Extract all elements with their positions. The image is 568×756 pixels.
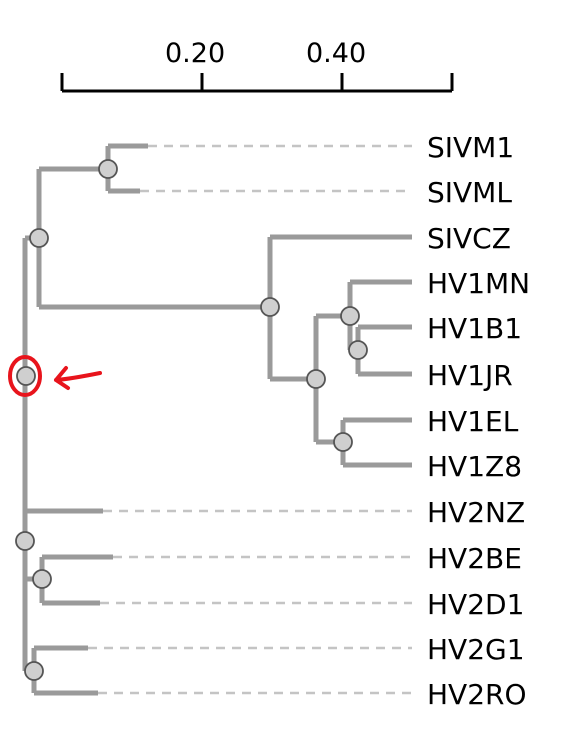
tree-node[interactable] [29, 228, 49, 248]
leaf-label: HV2BE [427, 542, 522, 575]
leaf-label: HV1EL [427, 405, 519, 438]
leaf-label: HV1B1 [427, 312, 522, 345]
tree-node[interactable] [333, 432, 353, 452]
arrow-icon [54, 366, 102, 390]
leaf-guides [88, 144, 412, 695]
root-node[interactable] [16, 366, 36, 386]
leaf-label: HV1JR [427, 359, 513, 392]
tick-label: 0.40 [306, 38, 366, 69]
tree-node[interactable] [306, 369, 326, 389]
tree-node[interactable] [348, 340, 368, 360]
highlight-circle [8, 355, 42, 397]
tree-node[interactable] [98, 159, 118, 179]
scale-bar: 0.20 0.40 [60, 38, 454, 93]
branches [22, 143, 412, 696]
leaf-labels: SIVM1 SIVML SIVCZ HV1MN HV1B1 HV1JR HV1E… [427, 131, 530, 711]
leaf-label: HV2D1 [427, 588, 524, 621]
tree-node[interactable] [32, 569, 52, 589]
leaf-label: SIVML [427, 176, 512, 209]
leaf-label: HV2G1 [427, 633, 525, 666]
tick-label: 0.20 [165, 38, 225, 69]
leaf-label: HV1MN [427, 267, 530, 300]
highlight-annotation [8, 355, 102, 397]
leaf-label: SIVM1 [427, 131, 514, 164]
leaf-label: HV1Z8 [427, 450, 522, 483]
tree-node[interactable] [15, 531, 35, 551]
leaf-label: SIVCZ [427, 222, 511, 255]
leaf-label: HV2NZ [427, 496, 525, 529]
scale-axis [60, 73, 454, 93]
tree-node[interactable] [260, 297, 280, 317]
tree-node[interactable] [340, 306, 360, 326]
leaf-label: HV2RO [427, 678, 527, 711]
tree-node[interactable] [24, 661, 44, 681]
internal-nodes [15, 159, 368, 681]
